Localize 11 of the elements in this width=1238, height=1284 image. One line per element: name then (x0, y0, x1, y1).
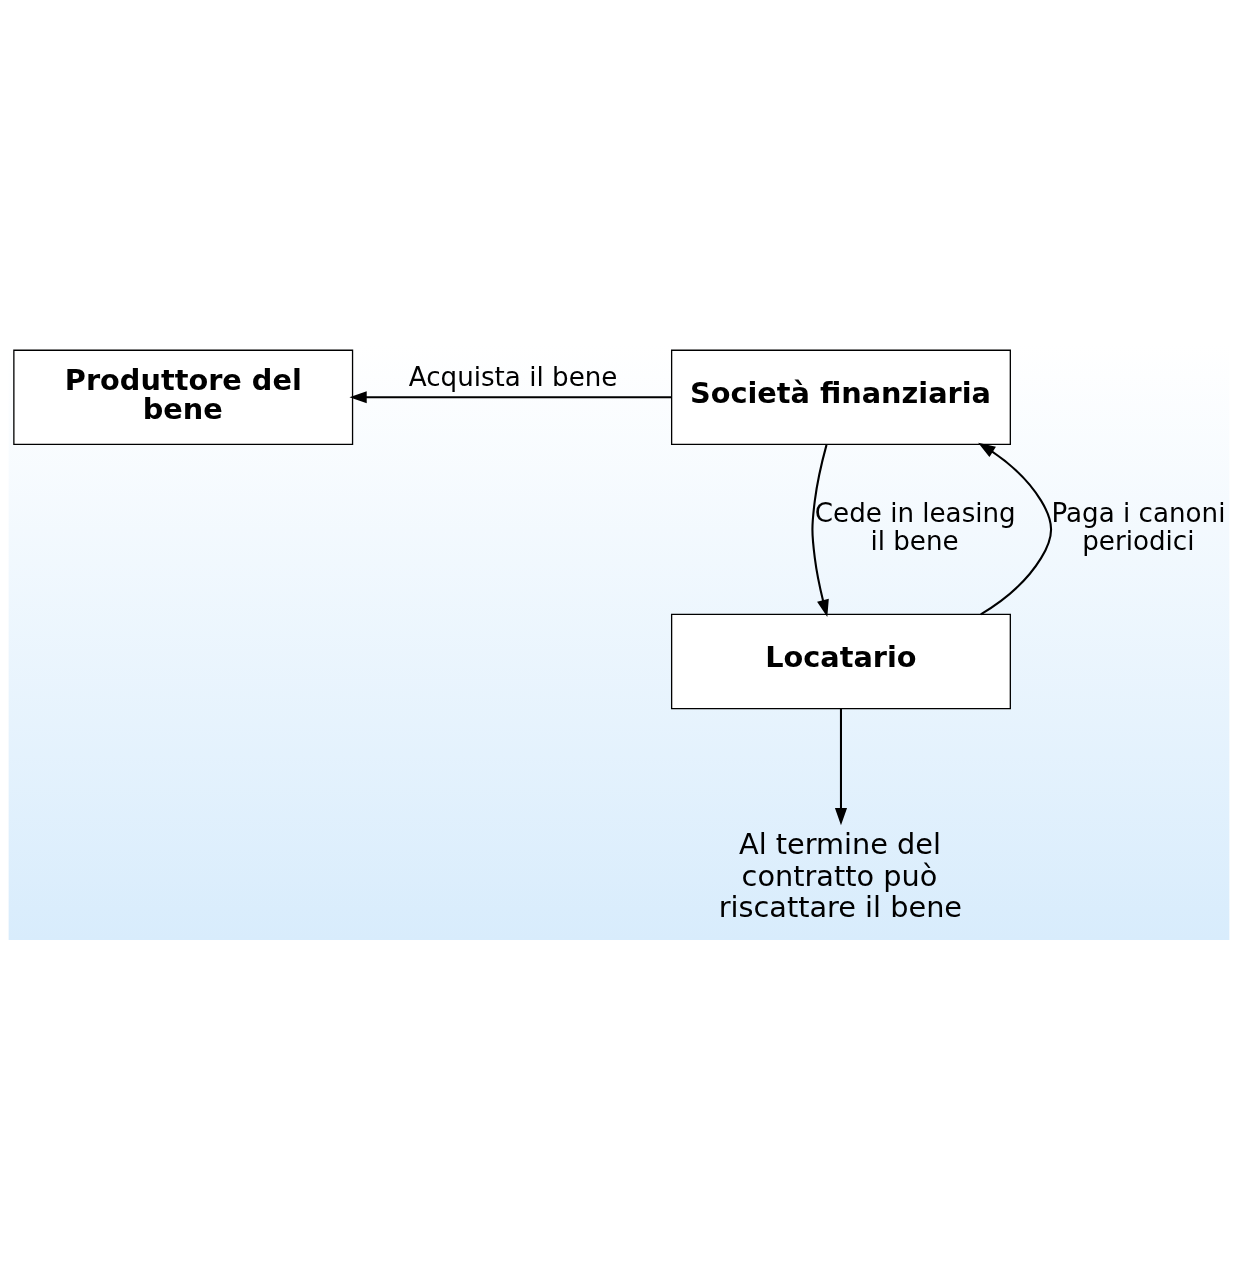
arrow (811, 444, 829, 617)
arrow (349, 390, 672, 403)
arrow (834, 708, 848, 825)
node-box: Società finanziaria (670, 349, 1011, 445)
edge-label: Acquista il bene (408, 361, 618, 392)
node-box: Locatario (670, 613, 1011, 709)
arrow (978, 442, 1053, 615)
edge-label: Paga i canoni periodici (1051, 497, 1226, 556)
node-box: Produttore del bene (13, 349, 354, 445)
edge-label: Cede in leasing il bene (814, 497, 1016, 556)
node-text: Al termine del contratto può riscattare il bene (718, 826, 963, 924)
